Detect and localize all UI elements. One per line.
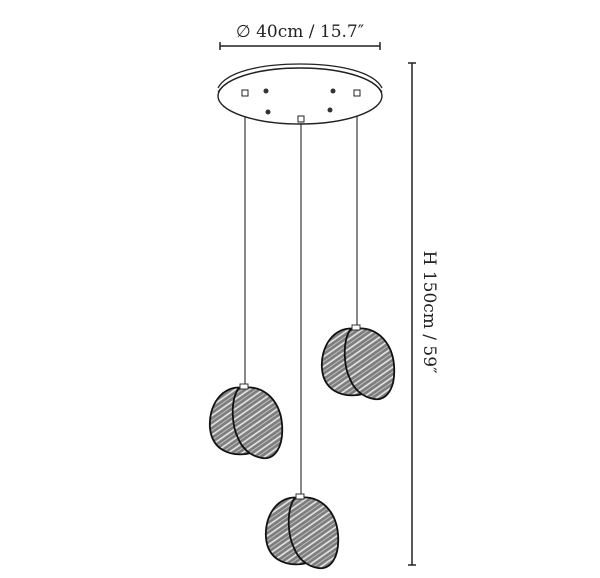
diameter-dimension-line — [219, 42, 381, 50]
pendant-shade-right — [320, 324, 396, 401]
pendant-shade-left — [208, 383, 284, 460]
pendant-shade-center — [264, 493, 340, 570]
height-label: H 150cm / 59″ — [419, 251, 439, 374]
height-dimension-line — [408, 62, 416, 566]
diameter-label: ∅ 40cm / 15.7″ — [236, 22, 364, 42]
ceiling-canopy — [217, 63, 383, 125]
